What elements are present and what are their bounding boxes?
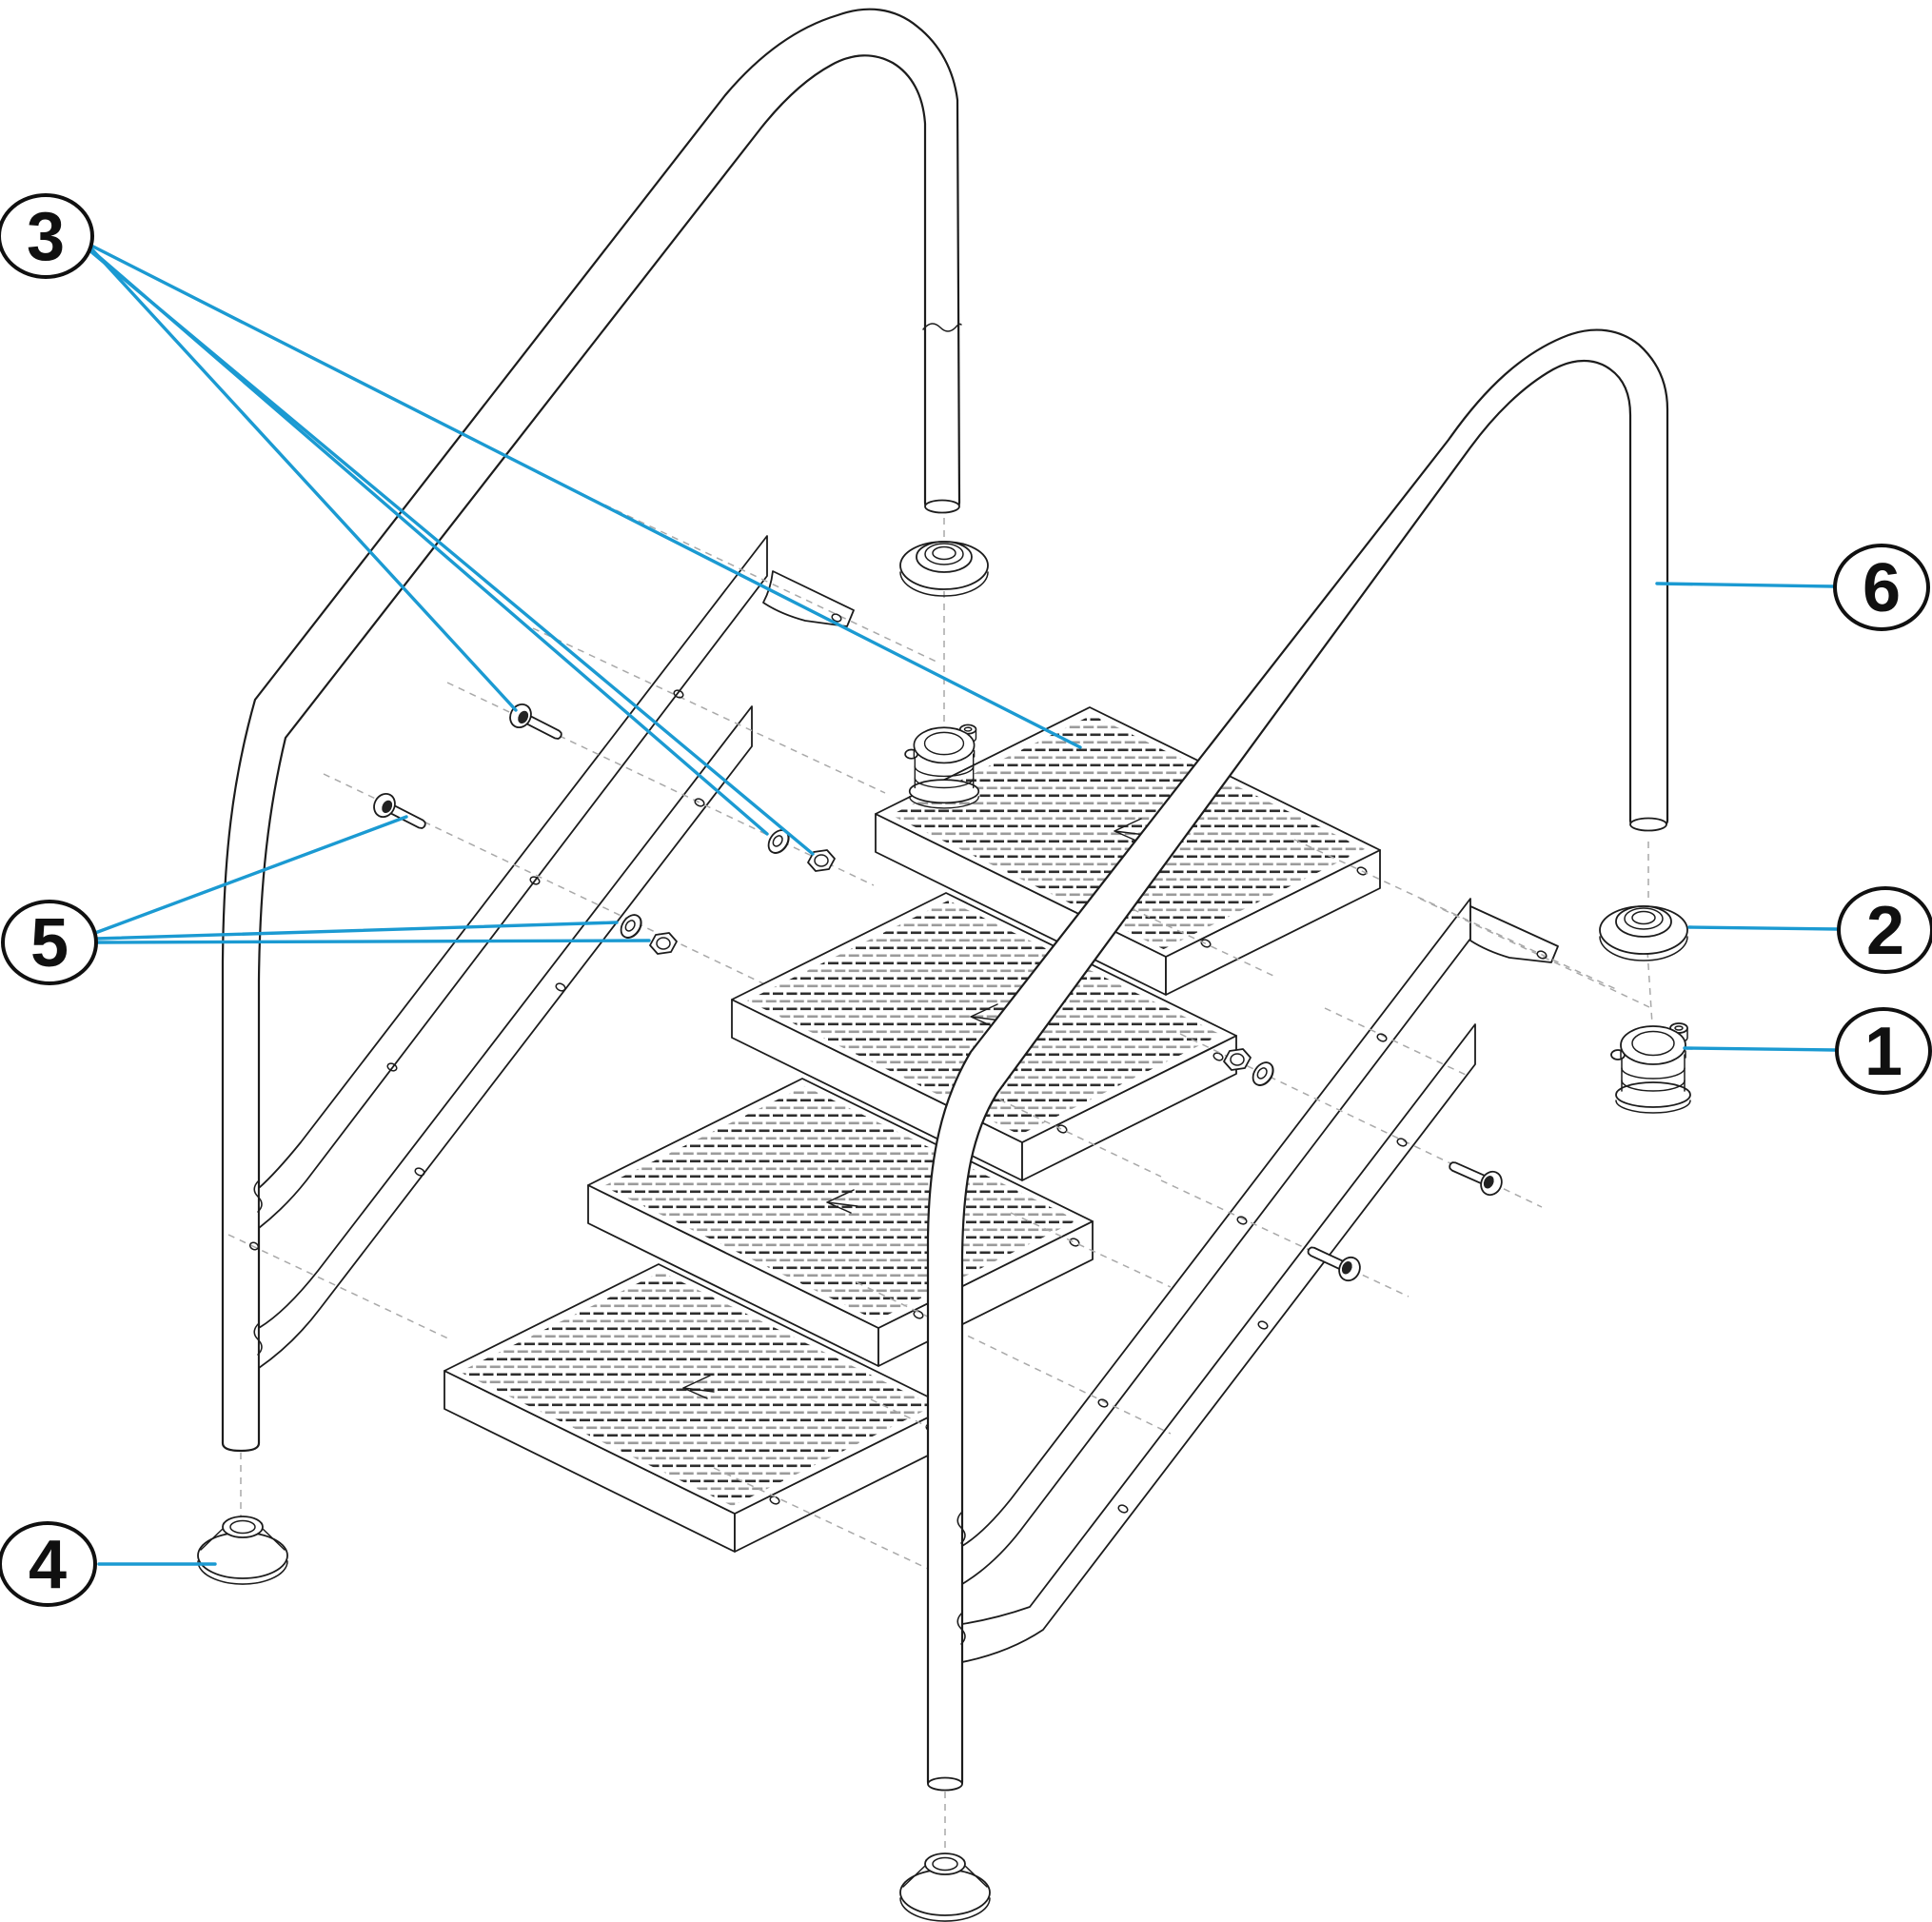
callout-5-label: 5 (30, 905, 69, 981)
anchor-plate-right (1469, 905, 1559, 963)
steps (444, 706, 1381, 1553)
escutcheon-right (1599, 905, 1688, 961)
callout-3: 3 (0, 193, 94, 279)
leader-lines (88, 243, 1840, 1566)
stringer-right (713, 839, 1650, 1663)
foot-cone-front (899, 1853, 991, 1922)
step-logo (682, 1375, 715, 1399)
weld-mark (956, 1511, 966, 1645)
weld-mark (922, 323, 962, 332)
leader-5a (93, 815, 408, 935)
callout-3-label: 3 (27, 199, 65, 275)
stringer-left-lower (258, 705, 753, 1369)
leader-5b (94, 921, 619, 941)
feet (197, 1516, 991, 1922)
leader-3b (88, 245, 518, 712)
step-4 (444, 1263, 950, 1553)
leader-2 (1687, 925, 1840, 931)
foot-cone-left (197, 1516, 288, 1585)
callout-4-label: 4 (29, 1527, 67, 1603)
anchor-plate-left (762, 570, 855, 627)
callout-2-label: 2 (1866, 893, 1904, 969)
callout-1: 1 (1835, 1007, 1932, 1095)
escutcheon-top (899, 541, 989, 597)
nut-step2 (649, 932, 678, 955)
screw-step2 (369, 789, 431, 838)
callout-2: 2 (1837, 886, 1932, 974)
leader-1 (1683, 1046, 1837, 1052)
step-logo (826, 1189, 858, 1214)
weld-mark (253, 1179, 263, 1356)
deck-anchor-right (1610, 1022, 1691, 1114)
leader-6 (1655, 582, 1836, 588)
leader-3a (88, 243, 1082, 749)
tube-end-cap (1629, 817, 1667, 832)
screw-right-upper (1444, 1153, 1507, 1199)
leader-5c (94, 939, 651, 944)
deck-anchor-column-right (1599, 842, 1691, 1114)
callout-5: 5 (1, 900, 98, 985)
tube-end-cap (927, 1776, 963, 1792)
washer-step1 (763, 825, 795, 859)
callout-6: 6 (1833, 544, 1930, 631)
leader-3d (88, 248, 815, 856)
callout-6-label: 6 (1863, 550, 1901, 626)
callout-4: 4 (0, 1521, 97, 1607)
callout-1-label: 1 (1864, 1014, 1902, 1090)
callouts: 3 5 4 6 2 1 (0, 193, 1932, 1607)
bolt-holes-left (248, 613, 842, 1251)
deck-anchor-top (904, 723, 980, 809)
tube-end-cap (924, 499, 960, 514)
washer-step2-right (1248, 1058, 1279, 1091)
